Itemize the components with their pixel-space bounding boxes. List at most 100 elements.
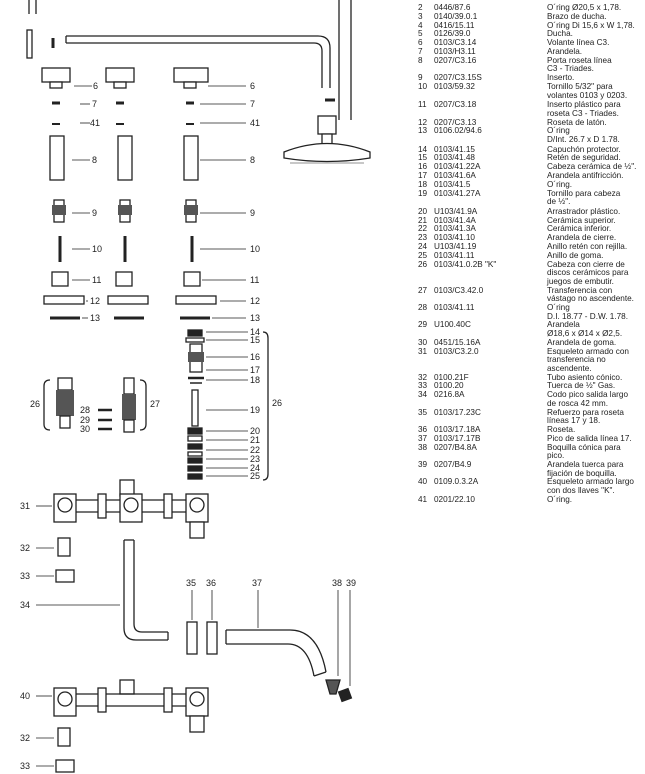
part-description: Tornillo 5/32" para volantes 0103 y 0203… bbox=[547, 82, 628, 100]
part-number: 27 bbox=[418, 285, 428, 295]
part-description: Cabeza cerámica de ½". bbox=[547, 162, 637, 172]
callout-26: 26 bbox=[30, 399, 40, 409]
part-number: 40 bbox=[418, 477, 428, 487]
part-description: Arandela Ø18,6 x Ø14 x Ø2,5. bbox=[547, 320, 623, 338]
part-number: 2 bbox=[418, 3, 423, 12]
part-number: 41 bbox=[418, 494, 428, 504]
part-description: Refuerzo para roseta líneas 17 y 18. bbox=[547, 407, 624, 426]
part-code: 0207/B4.9 bbox=[434, 460, 472, 469]
parts-row: 8 0207/C3.16 Porta roseta línea C3 - Triad… bbox=[418, 55, 645, 74]
part-code: 0103/41.5 bbox=[434, 179, 471, 189]
cartridge-pair bbox=[43, 377, 147, 433]
callout-26: 26 bbox=[272, 398, 282, 408]
valve-body-40 bbox=[53, 679, 209, 733]
callout-27: 27 bbox=[150, 399, 160, 409]
part-description: Transferencia con vástago no ascendente. bbox=[547, 285, 634, 304]
callout-24: 24 bbox=[250, 463, 260, 473]
part-number: 25 bbox=[418, 250, 428, 260]
shower-arm-assembly bbox=[26, 0, 371, 164]
part-description: Esqueleto armado largo con dos llaves "K… bbox=[547, 477, 634, 495]
callout-33: 33 bbox=[20, 761, 30, 771]
part-number: 32 bbox=[418, 372, 428, 382]
part-code: 0103/H3.11 bbox=[434, 47, 476, 56]
valve-body-31 bbox=[53, 479, 209, 539]
part-description: O´ring. bbox=[547, 179, 573, 189]
part-number: 16 bbox=[418, 162, 428, 172]
part-code: 0416/15.11 bbox=[434, 20, 475, 30]
callout-10: 10 bbox=[92, 244, 102, 254]
part-description: Cerámica inferior. bbox=[547, 224, 612, 234]
part-number: 10 bbox=[418, 82, 428, 91]
part-number: 37 bbox=[418, 433, 428, 443]
part-number: 21 bbox=[418, 215, 428, 225]
callout-21: 21 bbox=[250, 435, 260, 445]
callout-11: 11 bbox=[250, 275, 259, 285]
part-code: 0103/C3.2.0 bbox=[434, 346, 479, 356]
seat-tube-32b bbox=[57, 727, 71, 747]
part-number: 8 bbox=[418, 55, 423, 65]
part-code: 0207/C3.16 bbox=[434, 55, 477, 65]
part-code: 0126/39.0 bbox=[434, 29, 471, 39]
part-code: 0207/C3.18 bbox=[434, 100, 477, 110]
part-number: 35 bbox=[418, 407, 428, 417]
callout-37: 37 bbox=[252, 578, 262, 588]
part-code: 0103/17.17B bbox=[434, 433, 481, 443]
part-code: 0100.20 bbox=[434, 381, 464, 391]
part-description: O´ring Di 15,6 x W 1,78. bbox=[547, 20, 635, 30]
part-description: O´ring D.I. 18.77 - D.W. 1.78. bbox=[547, 303, 628, 321]
reinforcement-35 bbox=[186, 621, 198, 655]
valve-column-1 bbox=[41, 67, 85, 320]
part-number: 19 bbox=[418, 188, 428, 198]
part-code: 0103/41.27A bbox=[434, 188, 481, 198]
part-code: U100.40C bbox=[434, 320, 471, 330]
part-number: 14 bbox=[418, 144, 428, 154]
valve-column-3 bbox=[173, 67, 217, 320]
part-number: 7 bbox=[418, 47, 423, 56]
part-description: Roseta de latón. bbox=[547, 117, 607, 127]
callout-32: 32 bbox=[20, 733, 30, 743]
part-description: Arandela antifricción. bbox=[547, 171, 624, 180]
callout-13: 13 bbox=[250, 313, 260, 323]
part-number: 38 bbox=[418, 442, 428, 452]
callout-35: 35 bbox=[186, 578, 196, 588]
part-description: Ducha. bbox=[547, 29, 573, 39]
part-description: Anillo retén con rejilla. bbox=[547, 242, 628, 251]
callout-12: 12 bbox=[250, 296, 260, 306]
callout-25: 25 bbox=[250, 471, 260, 481]
exploded-parts-diagram: 6 6 7 7 41 41 8 8 9 9 10 10 11 11 12 12 … bbox=[20, 0, 371, 773]
callout-16: 16 bbox=[250, 352, 260, 362]
part-description: Boquilla cónica para pico. bbox=[547, 442, 621, 461]
part-description: Arrastrador plástico. bbox=[547, 206, 621, 216]
part-description: O´ring D/Int. 26.7 x D 1.78. bbox=[547, 126, 620, 144]
part-description: Porta roseta línea C3 - Triades. bbox=[547, 55, 612, 74]
part-number: 5 bbox=[418, 29, 423, 39]
part-description: Cabeza con cierre de discos cerámicos pa… bbox=[547, 259, 629, 286]
rosette-36 bbox=[206, 621, 218, 655]
callout-40: 40 bbox=[20, 691, 30, 701]
callout-31: 31 bbox=[20, 501, 30, 511]
part-number: 11 bbox=[418, 100, 427, 110]
part-description: Arandela de cierre. bbox=[547, 233, 617, 243]
callout-8: 8 bbox=[250, 155, 255, 165]
part-description: Tubo asiento cónico. bbox=[547, 372, 623, 382]
nut-33b bbox=[55, 759, 75, 773]
part-description: O´ring Ø20,5 x 1,78. bbox=[547, 3, 622, 12]
part-description: Brazo de ducha. bbox=[547, 11, 607, 21]
part-number: 23 bbox=[418, 233, 428, 243]
